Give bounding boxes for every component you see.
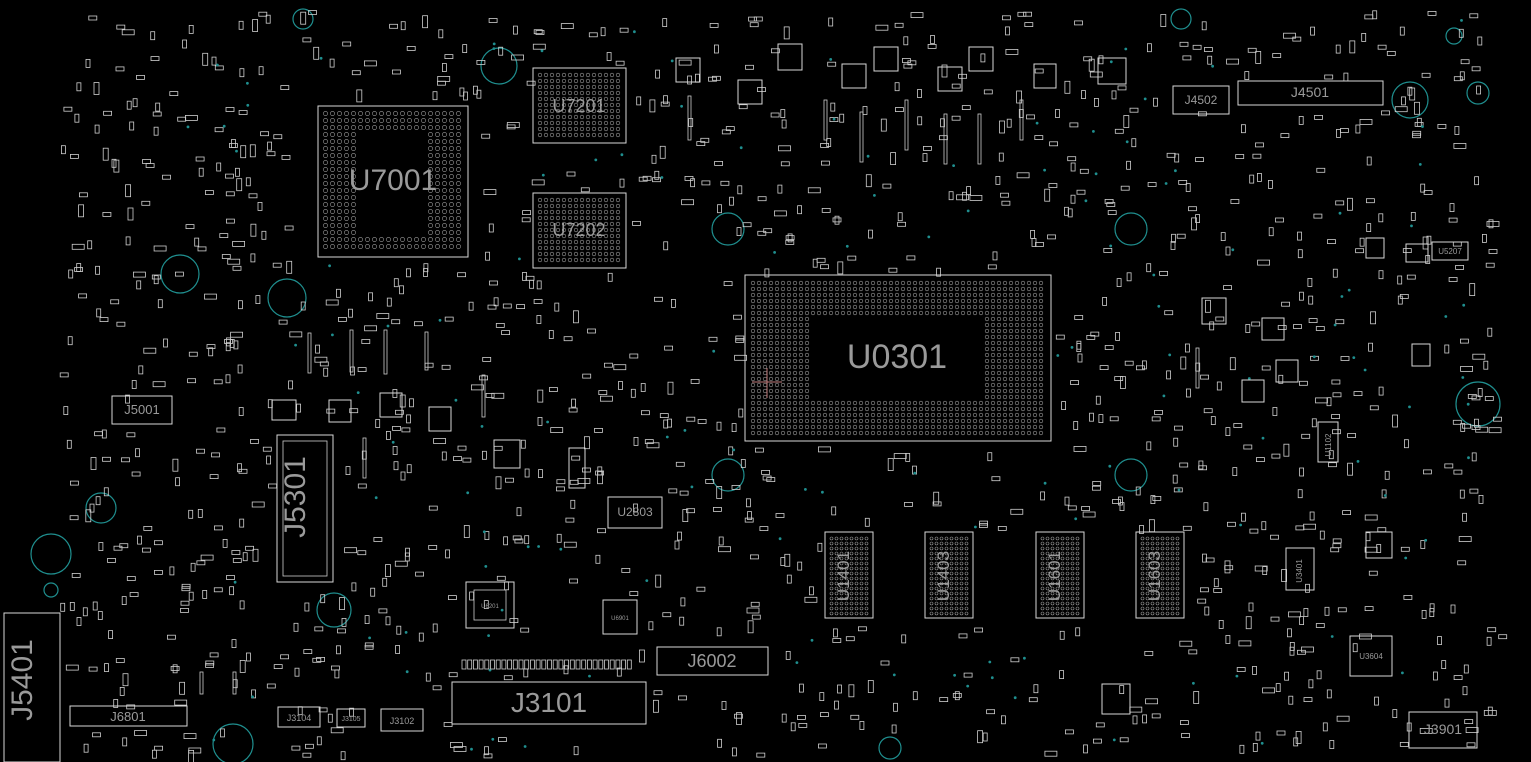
memory-u1601[interactable]: U1601 (1035, 531, 1085, 619)
chip-u2803[interactable]: U2803 (607, 496, 663, 529)
chip-u7202[interactable]: U7202 (532, 192, 627, 269)
connector-j3102[interactable]: J3102 (380, 708, 424, 732)
chip-label: U3401 (1295, 559, 1304, 583)
memory-u1603[interactable]: U1603 (1135, 531, 1185, 619)
connector-label: J6801 (110, 709, 145, 724)
connector-j5401[interactable]: J5401 (3, 612, 61, 762)
chip-u3401[interactable]: U3401 (1285, 547, 1315, 591)
chip-u5207[interactable]: U5207 (1431, 241, 1469, 261)
connector-label: J4502 (1185, 93, 1218, 107)
chip-label: U7201 (552, 96, 605, 116)
chip-u7001[interactable]: U7001 (317, 105, 469, 258)
mounting-holes (30, 8, 1501, 762)
chip-label: U1403 (934, 551, 953, 601)
memory-u1403[interactable]: U1403 (924, 531, 974, 619)
connector-j4502[interactable]: J4502 (1172, 85, 1230, 115)
connector-label: J5001 (124, 402, 159, 417)
chip-u0301[interactable]: U0301 (744, 274, 1052, 442)
chip-label: U1401 (834, 551, 853, 601)
connector-j6002[interactable]: J6002 (656, 646, 769, 676)
chip-label: U0301 (847, 338, 947, 376)
chip-u6901[interactable]: U6901 (602, 599, 638, 635)
chip-u1102[interactable]: U1102 (1317, 421, 1339, 463)
connector-label: J3105 (341, 716, 360, 723)
chip-u3604[interactable]: U3604 (1349, 635, 1393, 677)
connector-label: J3102 (390, 716, 415, 726)
chip-label: U7001 (349, 164, 437, 197)
connector-label: J5401 (6, 639, 39, 721)
connector-j3101[interactable]: J3101 (451, 659, 647, 725)
connector-j3104[interactable]: J3104 (277, 706, 321, 728)
chip-label: U1603 (1145, 551, 1164, 601)
chip-label: U5207 (1438, 247, 1462, 256)
chip-label: U6901 (611, 616, 629, 622)
chip-u7201[interactable]: U7201 (532, 67, 627, 144)
chip-label: U1102 (1324, 433, 1333, 457)
connector-j5001[interactable]: J5001 (111, 395, 173, 425)
connector-label: J3901 (1424, 721, 1462, 737)
connector-label: J3101 (511, 687, 587, 718)
passive-components (59, 10, 1508, 762)
connector-j5301[interactable]: J5301 (276, 434, 334, 583)
memory-u1401[interactable]: U1401 (824, 531, 874, 619)
connector-label: J5301 (279, 456, 312, 538)
chip-label: U1601 (1045, 551, 1064, 601)
misc-ic-packages (271, 43, 1431, 715)
chip-label: U7202 (552, 220, 605, 240)
connector-label: J4501 (1291, 84, 1329, 100)
pin-row (461, 659, 632, 670)
connector-j4501[interactable]: J4501 (1237, 80, 1384, 106)
connector-j3901[interactable]: J3901 (1408, 711, 1478, 749)
chip-label: U3604 (1359, 652, 1383, 661)
chip-u6201[interactable]: U6201 (465, 581, 515, 629)
chip-label: U6201 (481, 604, 499, 610)
connector-j6801[interactable]: J6801 (69, 705, 188, 727)
chip-label: U2803 (617, 505, 653, 519)
connector-j3105[interactable]: J3105 (336, 708, 366, 728)
connector-label: J6002 (687, 651, 736, 671)
connector-label: J3104 (287, 713, 312, 723)
